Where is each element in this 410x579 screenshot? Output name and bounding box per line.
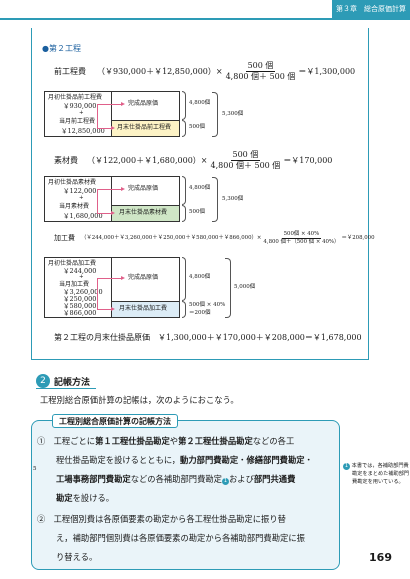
units-completed: 4,800個	[189, 274, 211, 280]
rule-box	[31, 420, 340, 570]
frame-left	[31, 28, 32, 360]
fraction-numerator: 500 個	[245, 61, 276, 72]
box-label-current: 当月加工費	[59, 281, 90, 288]
box-value-1: ￥3,260,000	[63, 288, 103, 296]
box-value-opening: ￥244,000	[63, 267, 97, 275]
section-title: 記帳方法	[54, 378, 91, 388]
box-label-opening: 月初仕掛品前工程費	[48, 94, 103, 101]
box-value-opening: ￥122,000	[63, 187, 97, 195]
formula-rhs: ＝￥208,000	[341, 235, 375, 242]
formula-fraction: 500個 × 40%4,800 個＋（500 個 × 40%）	[263, 231, 340, 246]
formula-lhs: （￥930,000＋￥12,850,000）×	[97, 66, 223, 76]
box-completed: 完成品原価	[128, 185, 159, 192]
units-ending: 500個	[189, 209, 205, 215]
rule-box-heading: 工程別総合原価計算の記帳方法	[52, 414, 178, 428]
rule-item2-line2: え，補助部門個別費は各原価要素の勘定から各補助部門費勘定に振	[56, 533, 305, 543]
formula-lhs: （￥244,000＋￥3,260,000＋￥250,000＋￥580,000＋￥…	[81, 235, 262, 242]
fraction-numerator: 500 個	[230, 150, 261, 161]
section-intro: 工程別総合原価計算の記帳は，次のようにおこなう。	[40, 395, 239, 405]
footnote-marker: 1	[221, 478, 229, 485]
units-ending-calc: 500個 × 40%	[189, 302, 226, 308]
box-completed: 完成品原価	[128, 100, 159, 107]
rule-item1-line1: ① 工程ごとに第１工程仕掛品勘定や第２工程仕掛品勘定などの各工	[37, 436, 295, 446]
units-ending-result: ＝200個	[189, 310, 211, 316]
margin-line-mark: 5	[33, 466, 37, 472]
formula-label: 加工費	[54, 234, 75, 243]
box-value-4: ￥866,000	[63, 309, 97, 317]
frame-bottom	[31, 359, 369, 360]
formula-rhs: ＝￥170,000	[283, 155, 333, 165]
fraction-denominator: 4,800 個＋ 500 個	[210, 161, 281, 170]
side-note: 1 本書では，各補助部門費 勘定をまとめた補助部門 費勘定を用いている。	[343, 463, 410, 485]
units-ending: 500個	[189, 124, 205, 130]
box-value-current: ￥12,850,000	[61, 127, 105, 135]
box-value-2: ￥250,000	[63, 295, 97, 303]
header-rule	[0, 18, 410, 20]
page-number: 169	[369, 551, 392, 564]
process-heading: ●第２工程	[42, 44, 81, 53]
rule-item2-line3: り替える。	[56, 552, 98, 562]
box-value-3: ￥580,000	[63, 302, 97, 310]
fraction-numerator: 500個 × 40%	[281, 231, 322, 240]
units-total: 5,300個	[222, 111, 244, 117]
box-label-current: 当月素材費	[59, 203, 90, 210]
formula-lhs: （￥122,000＋￥1,680,000）×	[87, 155, 208, 165]
box-ending-wip: 月末仕掛品前工程費	[117, 124, 172, 131]
side-note-marker: 1	[343, 463, 350, 470]
fraction-denominator: 4,800 個＋ 500 個	[225, 72, 296, 81]
box-plus: +	[79, 274, 84, 280]
units-completed: 4,800個	[189, 100, 211, 106]
rule-item2-line1: ② 工程個別費は各原価要素の勘定から各工程仕掛品勘定に振り替	[37, 514, 286, 524]
formula-label: 素材費	[54, 155, 78, 165]
units-total: 5,000個	[234, 284, 256, 290]
frame-right	[368, 28, 369, 360]
box-plus: +	[79, 195, 84, 201]
box-ending-wip: 月末仕掛品加工費	[119, 305, 168, 312]
box-value-opening: ￥930,000	[63, 102, 97, 110]
chapter-tab: 第３章 総合原価計算	[332, 0, 410, 18]
process-result: 第２工程の月末仕掛品原価 ￥1,300,000＋￥170,000＋￥208,00…	[54, 333, 362, 342]
formula-label: 前工程費	[54, 66, 86, 76]
units-completed: 4,800個	[189, 185, 211, 191]
box-label-opening: 月初仕掛品素材費	[48, 179, 97, 186]
section-underline	[36, 388, 96, 389]
box-completed: 完成品原価	[128, 274, 159, 281]
box-ending-wip: 月末仕掛品素材費	[119, 209, 168, 216]
formula-rhs: ＝￥1,300,000	[298, 66, 356, 76]
rule-item1-line4: 勘定を設ける。	[56, 493, 115, 503]
rule-item1-line2: 程仕掛品勘定を設けるとともに，動力部門費勘定・修繕部門費勘定・	[56, 455, 313, 465]
fraction-denominator: 4,800 個＋（500 個 × 40%）	[263, 239, 340, 246]
units-total: 5,300個	[222, 196, 244, 202]
box-label-current: 当月前工程費	[59, 118, 96, 125]
section-number: 2	[36, 374, 50, 388]
formula-conversion: 加工費 （￥244,000＋￥3,260,000＋￥250,000＋￥580,0…	[54, 231, 375, 246]
box-label-opening: 月初仕掛品加工費	[48, 260, 97, 267]
box-value-current: ￥1,680,000	[63, 212, 103, 220]
box-plus: +	[79, 110, 84, 116]
